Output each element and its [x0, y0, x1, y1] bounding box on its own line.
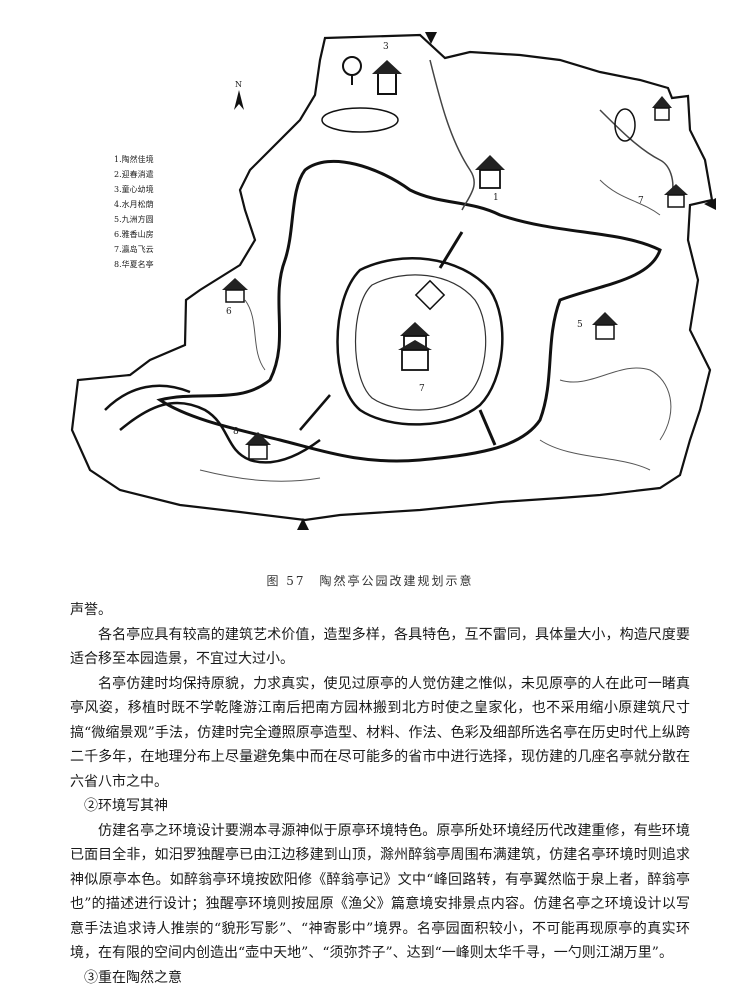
paragraph: 名亭仿建时均保持原貌，力求真实，使见过原亭的人觉仿建之惟似，未见原亭的人在此可一… — [70, 672, 690, 795]
legend-item: 1.陶然佳境 — [114, 152, 154, 167]
legend-item: 7.瀛岛飞云 — [114, 242, 154, 257]
area-number: 3 — [383, 42, 389, 52]
pavilion-6 — [222, 278, 248, 302]
document-page: N 1.陶然佳境 2.迎春消遣 3.童心幼境 4.水月松荫 5.九洲方圆 6.雅… — [0, 0, 740, 967]
area-number: 5 — [577, 320, 583, 330]
pavilion-ne — [652, 96, 672, 120]
pavilion-1 — [475, 155, 505, 188]
pavilion-center — [398, 322, 432, 370]
north-arrow-icon: N — [231, 82, 247, 112]
map-legend: 1.陶然佳境 2.迎春消遣 3.童心幼境 4.水月松荫 5.九洲方圆 6.雅香山… — [114, 152, 154, 272]
legend-item: 8.华夏名亭 — [114, 257, 154, 272]
area-number: 6 — [226, 307, 232, 317]
legend-item: 4.水月松荫 — [114, 197, 154, 212]
paragraph: 各名亭应具有较高的建筑艺术价值，造型多样，各具特色，互不雷同，具体量大小，构造尺… — [70, 623, 690, 672]
area-number: 7 — [419, 384, 425, 394]
section-heading: ②环境写其神 — [70, 794, 690, 819]
section-heading: ③重在陶然之意 — [70, 966, 690, 990]
lake-outline — [160, 161, 660, 461]
island — [338, 258, 503, 424]
area-number: 1 — [493, 193, 499, 203]
legend-item: 5.九洲方圆 — [114, 212, 154, 227]
area-number: 7 — [638, 196, 644, 206]
legend-item: 3.童心幼境 — [114, 182, 154, 197]
legend-item: 6.雅香山房 — [114, 227, 154, 242]
pavilion-7e — [664, 184, 688, 207]
park-plan-map — [0, 0, 740, 560]
body-text: 声誉。 各名亭应具有较高的建筑艺术价值，造型多样，各具特色，互不雷同，具体量大小… — [70, 598, 690, 990]
figure-caption: 图 57 陶然亭公园改建规划示意 — [0, 572, 740, 589]
pavilion-5 — [592, 312, 618, 339]
tree-group — [343, 57, 361, 85]
area-number: 8 — [233, 427, 239, 437]
paragraph: 仿建名亭之环境设计要溯本寻源神似于原亭环境特色。原亭所处环境经历代改建重修，有些… — [70, 819, 690, 966]
pavilion-3 — [372, 60, 402, 94]
paragraph: 声誉。 — [70, 598, 690, 623]
legend-item: 2.迎春消遣 — [114, 167, 154, 182]
